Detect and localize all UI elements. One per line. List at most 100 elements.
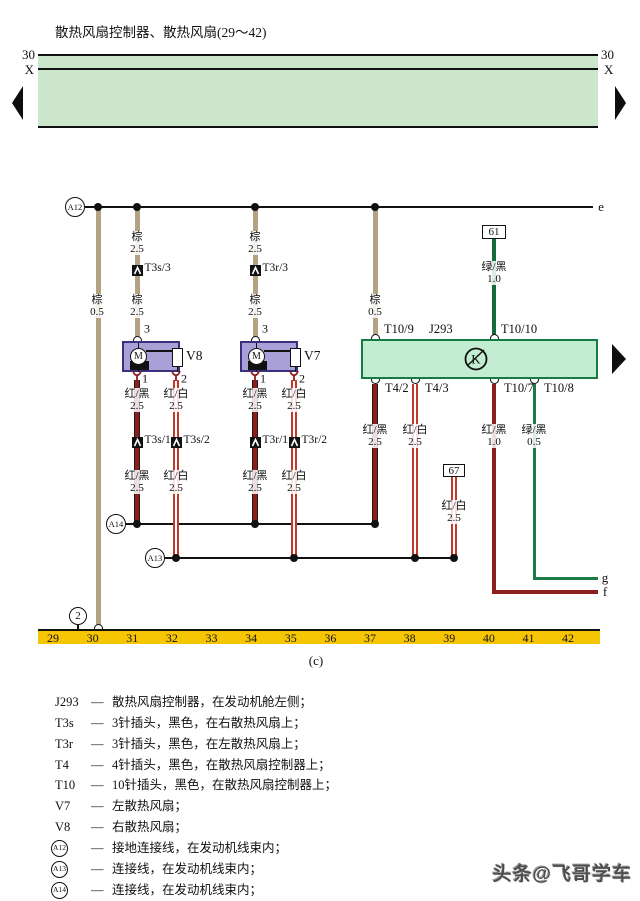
inline-connector-icon: [249, 264, 261, 276]
legend-circled-symbol: A13: [51, 860, 68, 878]
wire-segment: [492, 384, 496, 594]
rail-label-x-left: X: [24, 62, 34, 77]
pin-socket: [93, 624, 103, 629]
junction-dot: [133, 203, 141, 211]
text-label: J293: [429, 322, 453, 336]
pin-socket: [250, 336, 260, 341]
rail-label-x-right: X: [604, 62, 614, 77]
terminal-box-67: 67: [443, 464, 465, 477]
wire-segment: [173, 380, 179, 559]
junction-dot: [290, 554, 298, 562]
legend-symbol: V8: [55, 820, 71, 835]
legend-dash: —: [91, 695, 104, 709]
pin-socket: [489, 379, 499, 384]
wire-segment: [492, 590, 598, 594]
track-number: 33: [205, 631, 218, 645]
legend-description: 左散热风扇；: [112, 799, 188, 814]
legend-dash: —: [91, 736, 104, 751]
legend-description: 连接线，在发动机线束内；: [112, 861, 263, 876]
fan-pin-fork-icon: [132, 371, 142, 381]
component-box-v8: M: [122, 341, 183, 372]
controller-k-symbol: K: [464, 347, 488, 371]
component-box-v7: M: [240, 341, 301, 372]
text-label: g: [601, 570, 609, 585]
wire-segment: [372, 209, 378, 335]
legend-symbol: T3r: [55, 736, 74, 751]
inline-connector-icon: [288, 436, 300, 448]
legend-symbol: V7: [55, 799, 71, 814]
track-number: 34: [245, 631, 258, 645]
connection-line: [77, 625, 79, 630]
legend-circled-symbol: A12: [51, 839, 68, 857]
text-label: T4/2: [385, 381, 409, 395]
marker-A12: A12: [65, 197, 85, 217]
legend-dash: —: [91, 861, 104, 876]
legend-row-T3s: T3s—3针插头，黑色，在右散热风扇上；: [40, 713, 620, 733]
motor-symbol: M: [248, 348, 265, 365]
text-label: f: [602, 584, 608, 599]
inline-connector-icon: [170, 436, 182, 448]
text-label: e: [598, 199, 604, 214]
marker-2: 2: [69, 607, 87, 625]
legend-dash: —: [91, 840, 104, 855]
pin-socket: [370, 334, 380, 339]
internal-wire: [294, 367, 297, 372]
text-label: 2: [299, 371, 305, 386]
internal-wire: [176, 367, 179, 372]
legend-row-A14: A14—连接线，在发动机线束内；: [40, 880, 620, 900]
controller-arrow-icon: [612, 344, 626, 374]
track-number: 40: [482, 631, 495, 645]
track-number: 37: [363, 631, 376, 645]
internal-wire: [146, 350, 173, 352]
x-rail-line: [38, 68, 598, 70]
legend-symbol: T4: [55, 757, 69, 772]
internal-wire: [255, 367, 258, 372]
inline-connector-label: T3r/1: [262, 434, 289, 446]
junction-dot: [371, 520, 379, 528]
legend-description: 接地连接线，在发动机线束内；: [112, 840, 288, 855]
motor-base: [248, 361, 267, 370]
wire-segment: [95, 209, 101, 627]
inline-connector-label: T3s/1: [144, 434, 171, 446]
track-number: 30: [86, 631, 99, 645]
legend-description: 4针插头，黑色，在散热风扇控制器上；: [112, 757, 331, 772]
text-label: 3: [144, 321, 150, 336]
resistor-symbol: [172, 348, 183, 367]
junction-dot: [371, 203, 379, 211]
connection-line: [165, 557, 454, 559]
legend-description: 散热风扇控制器，在发动机舱左侧；: [112, 695, 313, 709]
legend-dash: —: [91, 778, 104, 793]
wire-segment: [372, 384, 378, 525]
legend-dash: —: [91, 715, 104, 730]
marker-A14: A14: [106, 514, 126, 534]
legend-circled-symbol: A14: [51, 881, 68, 899]
wire-segment: [492, 239, 496, 335]
wire-segment: [412, 384, 418, 559]
legend-description: 10针插头，黑色，在散热风扇控制器上；: [112, 778, 338, 793]
connection-line: [85, 206, 593, 208]
track-number: 39: [443, 631, 456, 645]
fan-pin-fork-icon: [171, 371, 181, 381]
text-label: 1: [260, 371, 266, 386]
wire-segment: [252, 380, 258, 525]
figure-caption: (c): [308, 653, 324, 668]
svg-text:K: K: [471, 352, 481, 367]
motor-base: [130, 361, 149, 370]
legend-description: 右散热风扇；: [112, 820, 188, 835]
inline-connector-icon: [249, 436, 261, 448]
inline-connector-label: T3r/2: [301, 434, 328, 446]
legend-row-V8: V8 — 右散热风扇；: [40, 817, 620, 837]
track-number: 29: [47, 631, 59, 645]
legend-dash: —: [91, 820, 104, 835]
junction-dot: [133, 520, 141, 528]
legend-description: 3针插头，黑色，在左散热风扇上；: [112, 736, 306, 751]
internal-wire: [264, 350, 291, 352]
